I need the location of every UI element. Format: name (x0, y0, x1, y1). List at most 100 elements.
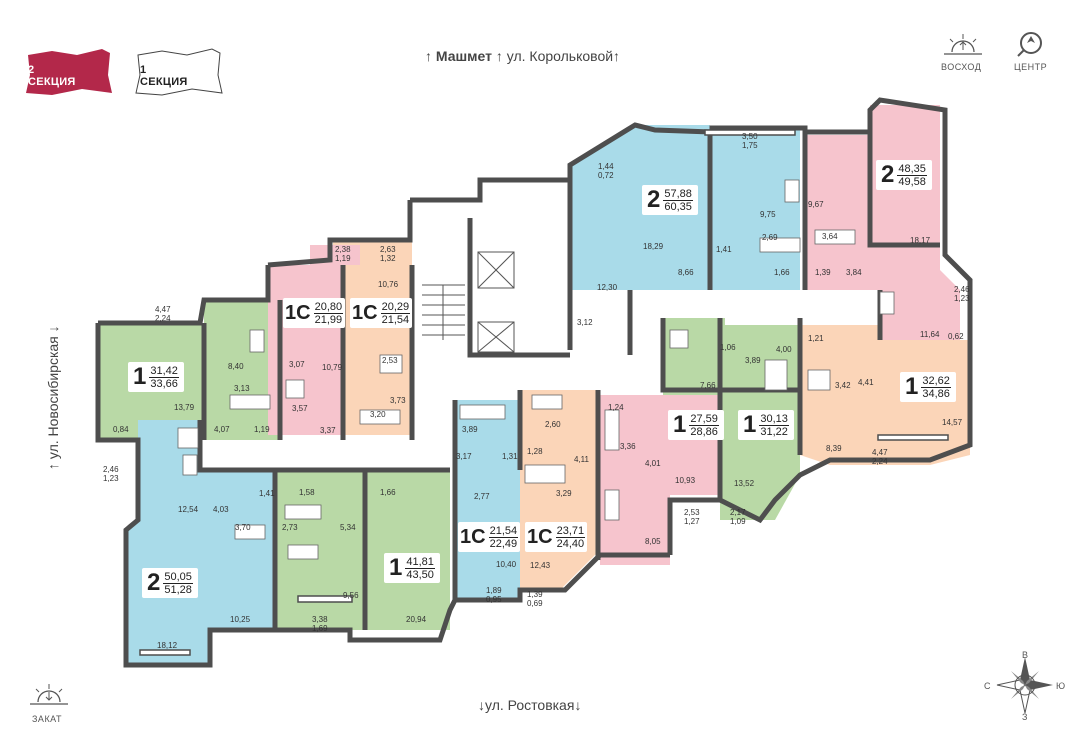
windows (139, 129, 949, 656)
compass-north: В (1022, 650, 1029, 660)
room-area: 20,94 (406, 615, 427, 624)
room-area: 8,40 (228, 362, 244, 371)
room-area: 12,30 (597, 283, 618, 292)
room-area: 10,79 (322, 363, 343, 372)
room-area: 2,69 (762, 233, 778, 242)
room-area: 1,06 (720, 343, 736, 352)
compass-east: Ю (1056, 681, 1066, 691)
room-area: 3,37 (320, 426, 336, 435)
room-area: 4,07 (214, 425, 230, 434)
room-area: 8,39 (826, 444, 842, 453)
room-area: 13,79 (174, 403, 195, 412)
section-2-button[interactable] (22, 45, 117, 100)
sunset-label: ЗАКАТ (32, 714, 62, 724)
room-area: 1,41 (259, 489, 275, 498)
room-area: 3,89 (745, 356, 761, 365)
room-area: 3,13 (234, 384, 250, 393)
room-area: 18,17 (910, 236, 931, 245)
room-area: 4,03 (213, 505, 229, 514)
room-area: 2,73 (282, 523, 298, 532)
room-area: 3,20 (370, 410, 386, 419)
room-area: 9,56 (343, 591, 359, 600)
room-area: 1,24 (608, 403, 624, 412)
room-area: 3,73 (390, 396, 406, 405)
room-area: 3,29 (556, 489, 572, 498)
apartment-a6-area (800, 325, 970, 465)
apartment-a12-area (126, 420, 275, 665)
room-area: 4,00 (776, 345, 792, 354)
section-1-label[interactable]: 1 СЕКЦИЯ (140, 64, 188, 88)
room-area: 3,57 (292, 404, 308, 413)
room-area: 2,53 (382, 356, 398, 365)
room-area: 0,62 (948, 332, 964, 341)
room-area: 2,60 (545, 420, 561, 429)
room-area: 10,25 (230, 615, 251, 624)
room-area: 10,76 (378, 280, 399, 289)
sunrise-icon (944, 34, 982, 55)
stairs (422, 284, 465, 340)
street-korolkovoy: ул. Корольковой (506, 48, 614, 64)
room-area: 12,54 (178, 505, 199, 514)
room-area: 3,84 (846, 268, 862, 277)
room-area: 1,19 (254, 425, 270, 434)
room-area: 3,89 (462, 425, 478, 434)
room-area: 1,66 (774, 268, 790, 277)
room-area: 1,28 (527, 447, 543, 456)
room-area: 8,05 (645, 537, 661, 546)
room-area: 7,66 (700, 381, 716, 390)
room-area: 3,12 (577, 318, 593, 327)
apartment-a3-area (333, 240, 412, 435)
compass-west: С (984, 681, 991, 691)
apartment-a1-area (98, 292, 280, 440)
fixtures (177, 179, 895, 560)
walls (95, 97, 973, 668)
room-area: 3,36 (620, 442, 636, 451)
room-area: 3,17 (456, 452, 472, 461)
room-area: 1,41 (716, 245, 732, 254)
street-top: ↑ Машмет ↑ ул. Корольковой↑ (425, 48, 621, 64)
center-label[interactable]: ЦЕНТР (1014, 62, 1048, 72)
compass-south: З (1022, 712, 1028, 722)
room-area: 3,07 (289, 360, 305, 369)
room-area: 18,29 (643, 242, 664, 251)
room-area: 11,64 (920, 330, 940, 339)
room-area: 18,12 (157, 641, 178, 650)
room-area: 3,64 (822, 232, 838, 241)
room-area: 4,41 (858, 378, 874, 387)
street-rostovkaya: ул. Ростовкая (485, 697, 575, 713)
sunset-icon (30, 684, 68, 705)
room-area: 4,01 (645, 459, 661, 468)
room-area: 9,75 (760, 210, 776, 219)
street-bottom: ↓ул. Ростовкая↓ (478, 697, 582, 713)
center-icon[interactable] (1014, 28, 1048, 62)
section-1-button[interactable] (132, 45, 227, 100)
room-area: 9,67 (808, 200, 824, 209)
room-area: 1,39 (815, 268, 831, 277)
section-2-label[interactable]: 2 СЕКЦИЯ (28, 64, 76, 88)
room-area: 14,57 (942, 418, 963, 427)
